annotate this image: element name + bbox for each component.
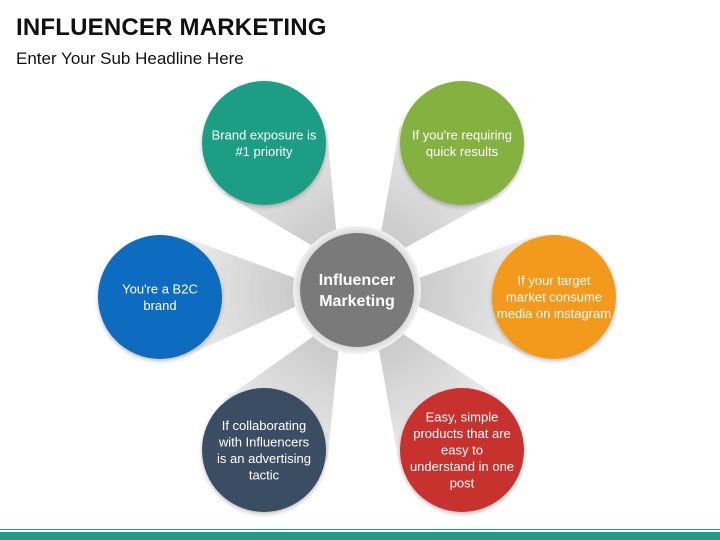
node-circles: Brand exposure is#1 priority If you're re… <box>98 81 616 512</box>
footer-line <box>0 529 720 530</box>
center-circle <box>300 233 414 347</box>
page-subtitle: Enter Your Sub Headline Here <box>16 49 244 68</box>
node-circle <box>98 235 222 359</box>
node-circle <box>492 235 616 359</box>
page-title: INFLUENCER MARKETING <box>16 14 327 41</box>
node-circle <box>202 81 326 205</box>
node-circle <box>400 388 524 512</box>
node-circle <box>400 81 524 205</box>
node-circle <box>202 388 326 512</box>
footer-bar <box>0 532 720 540</box>
node-label: Brand exposure is#1 priority <box>212 127 317 159</box>
node-brand-exposure: Brand exposure is#1 priority <box>202 81 326 205</box>
